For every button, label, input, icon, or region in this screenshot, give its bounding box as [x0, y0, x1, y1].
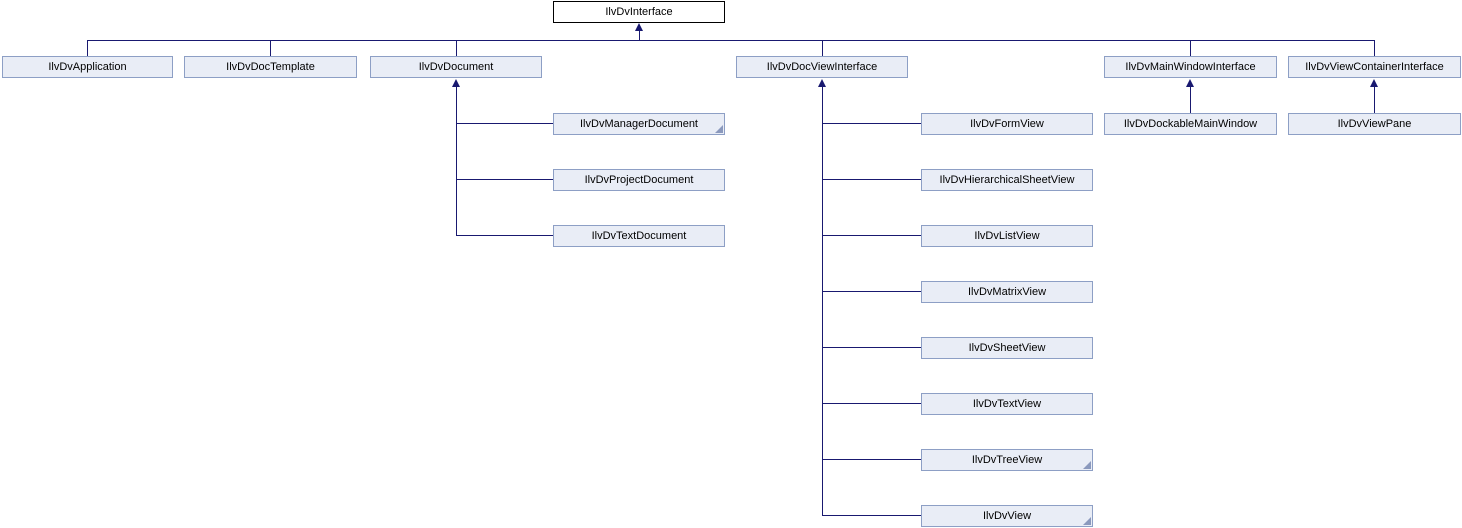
edge-line: [822, 459, 921, 460]
class-node-ilvdvdocument[interactable]: IlvDvDocument: [370, 56, 542, 78]
class-node-ilvdvmanagerdocument[interactable]: IlvDvManagerDocument: [553, 113, 725, 135]
class-node-ilvdvmatrixview[interactable]: IlvDvMatrixView: [921, 281, 1093, 303]
class-node-ilvdvformview[interactable]: IlvDvFormView: [921, 113, 1093, 135]
edge-line: [270, 41, 271, 56]
edge-line: [456, 41, 457, 56]
edge-line: [456, 123, 554, 124]
edge-line: [822, 41, 823, 56]
edge-line: [1374, 41, 1375, 56]
class-node-label: IlvDvFormView: [970, 118, 1044, 130]
edge-line: [822, 515, 921, 516]
edge-line: [456, 235, 554, 236]
class-node-label: IlvDvInterface: [605, 6, 673, 18]
class-node-ilvdvdocviewinterface[interactable]: IlvDvDocViewInterface: [736, 56, 908, 78]
class-node-label: IlvDvDocTemplate: [226, 61, 315, 73]
class-node-ilvdvtreeview[interactable]: IlvDvTreeView: [921, 449, 1093, 471]
edge-line: [822, 403, 921, 404]
edge-line: [822, 347, 921, 348]
class-node-ilvdvdockablemainwindow[interactable]: IlvDvDockableMainWindow: [1104, 113, 1277, 135]
class-node-ilvdvview[interactable]: IlvDvView: [921, 505, 1093, 527]
truncated-subclasses-icon: [715, 125, 723, 133]
class-node-label: IlvDvMainWindowInterface: [1125, 61, 1256, 73]
class-node-label: IlvDvListView: [974, 230, 1040, 242]
class-node-label: IlvDvDockableMainWindow: [1123, 118, 1258, 130]
class-node-label: IlvDvApplication: [48, 61, 127, 73]
class-node-label: IlvDvViewPane: [1337, 118, 1412, 130]
class-node-label: IlvDvSheetView: [968, 342, 1046, 354]
class-node-label: IlvDvMatrixView: [967, 286, 1047, 298]
inheritance-arrow-icon: [1370, 79, 1378, 87]
inheritance-arrow-icon: [635, 23, 643, 31]
class-node-label: IlvDvViewContainerInterface: [1305, 61, 1444, 73]
class-node-ilvdvviewpane[interactable]: IlvDvViewPane: [1288, 113, 1461, 135]
class-node-ilvdvhierarchicalsheetview[interactable]: IlvDvHierarchicalSheetView: [921, 169, 1093, 191]
edge-line: [639, 30, 640, 40]
edge-line: [87, 41, 88, 56]
class-node-ilvdvprojectdocument[interactable]: IlvDvProjectDocument: [553, 169, 725, 191]
class-node-label: IlvDvView: [982, 510, 1032, 522]
class-node-label: IlvDvDocument: [418, 61, 494, 73]
class-node-ilvdvsheetview[interactable]: IlvDvSheetView: [921, 337, 1093, 359]
class-node-ilvdvdoctemplate[interactable]: IlvDvDocTemplate: [184, 56, 357, 78]
class-node-label: IlvDvManagerDocument: [580, 118, 698, 130]
class-node-ilvdvviewcontainerinterface[interactable]: IlvDvViewContainerInterface: [1288, 56, 1461, 78]
inheritance-arrow-icon: [818, 79, 826, 87]
class-node-ilvdvlistview[interactable]: IlvDvListView: [921, 225, 1093, 247]
class-node-ilvdvtextview[interactable]: IlvDvTextView: [921, 393, 1093, 415]
edge-line: [1190, 87, 1191, 113]
class-node-label: IlvDvProjectDocument: [584, 174, 694, 186]
class-node-ilvdvapplication[interactable]: IlvDvApplication: [2, 56, 173, 78]
edge-line: [456, 179, 554, 180]
inheritance-arrow-icon: [1186, 79, 1194, 87]
class-node-label: IlvDvHierarchicalSheetView: [939, 174, 1075, 186]
edge-line: [822, 87, 823, 516]
class-node-ilvdvinterface: IlvDvInterface: [553, 1, 725, 23]
inheritance-arrow-icon: [452, 79, 460, 87]
edge-line: [822, 235, 921, 236]
edge-line: [87, 40, 1375, 41]
class-node-label: IlvDvTextDocument: [591, 230, 687, 242]
truncated-subclasses-icon: [1083, 461, 1091, 469]
edge-line: [822, 291, 921, 292]
edge-line: [822, 179, 921, 180]
edge-line: [822, 123, 921, 124]
class-node-label: IlvDvTreeView: [971, 454, 1043, 466]
class-node-label: IlvDvTextView: [972, 398, 1042, 410]
edge-line: [1374, 87, 1375, 113]
class-node-ilvdvtextdocument[interactable]: IlvDvTextDocument: [553, 225, 725, 247]
truncated-subclasses-icon: [1083, 517, 1091, 525]
edge-line: [1190, 41, 1191, 56]
class-node-label: IlvDvDocViewInterface: [766, 61, 878, 73]
class-node-ilvdvmainwindowinterface[interactable]: IlvDvMainWindowInterface: [1104, 56, 1277, 78]
edge-line: [456, 87, 457, 236]
